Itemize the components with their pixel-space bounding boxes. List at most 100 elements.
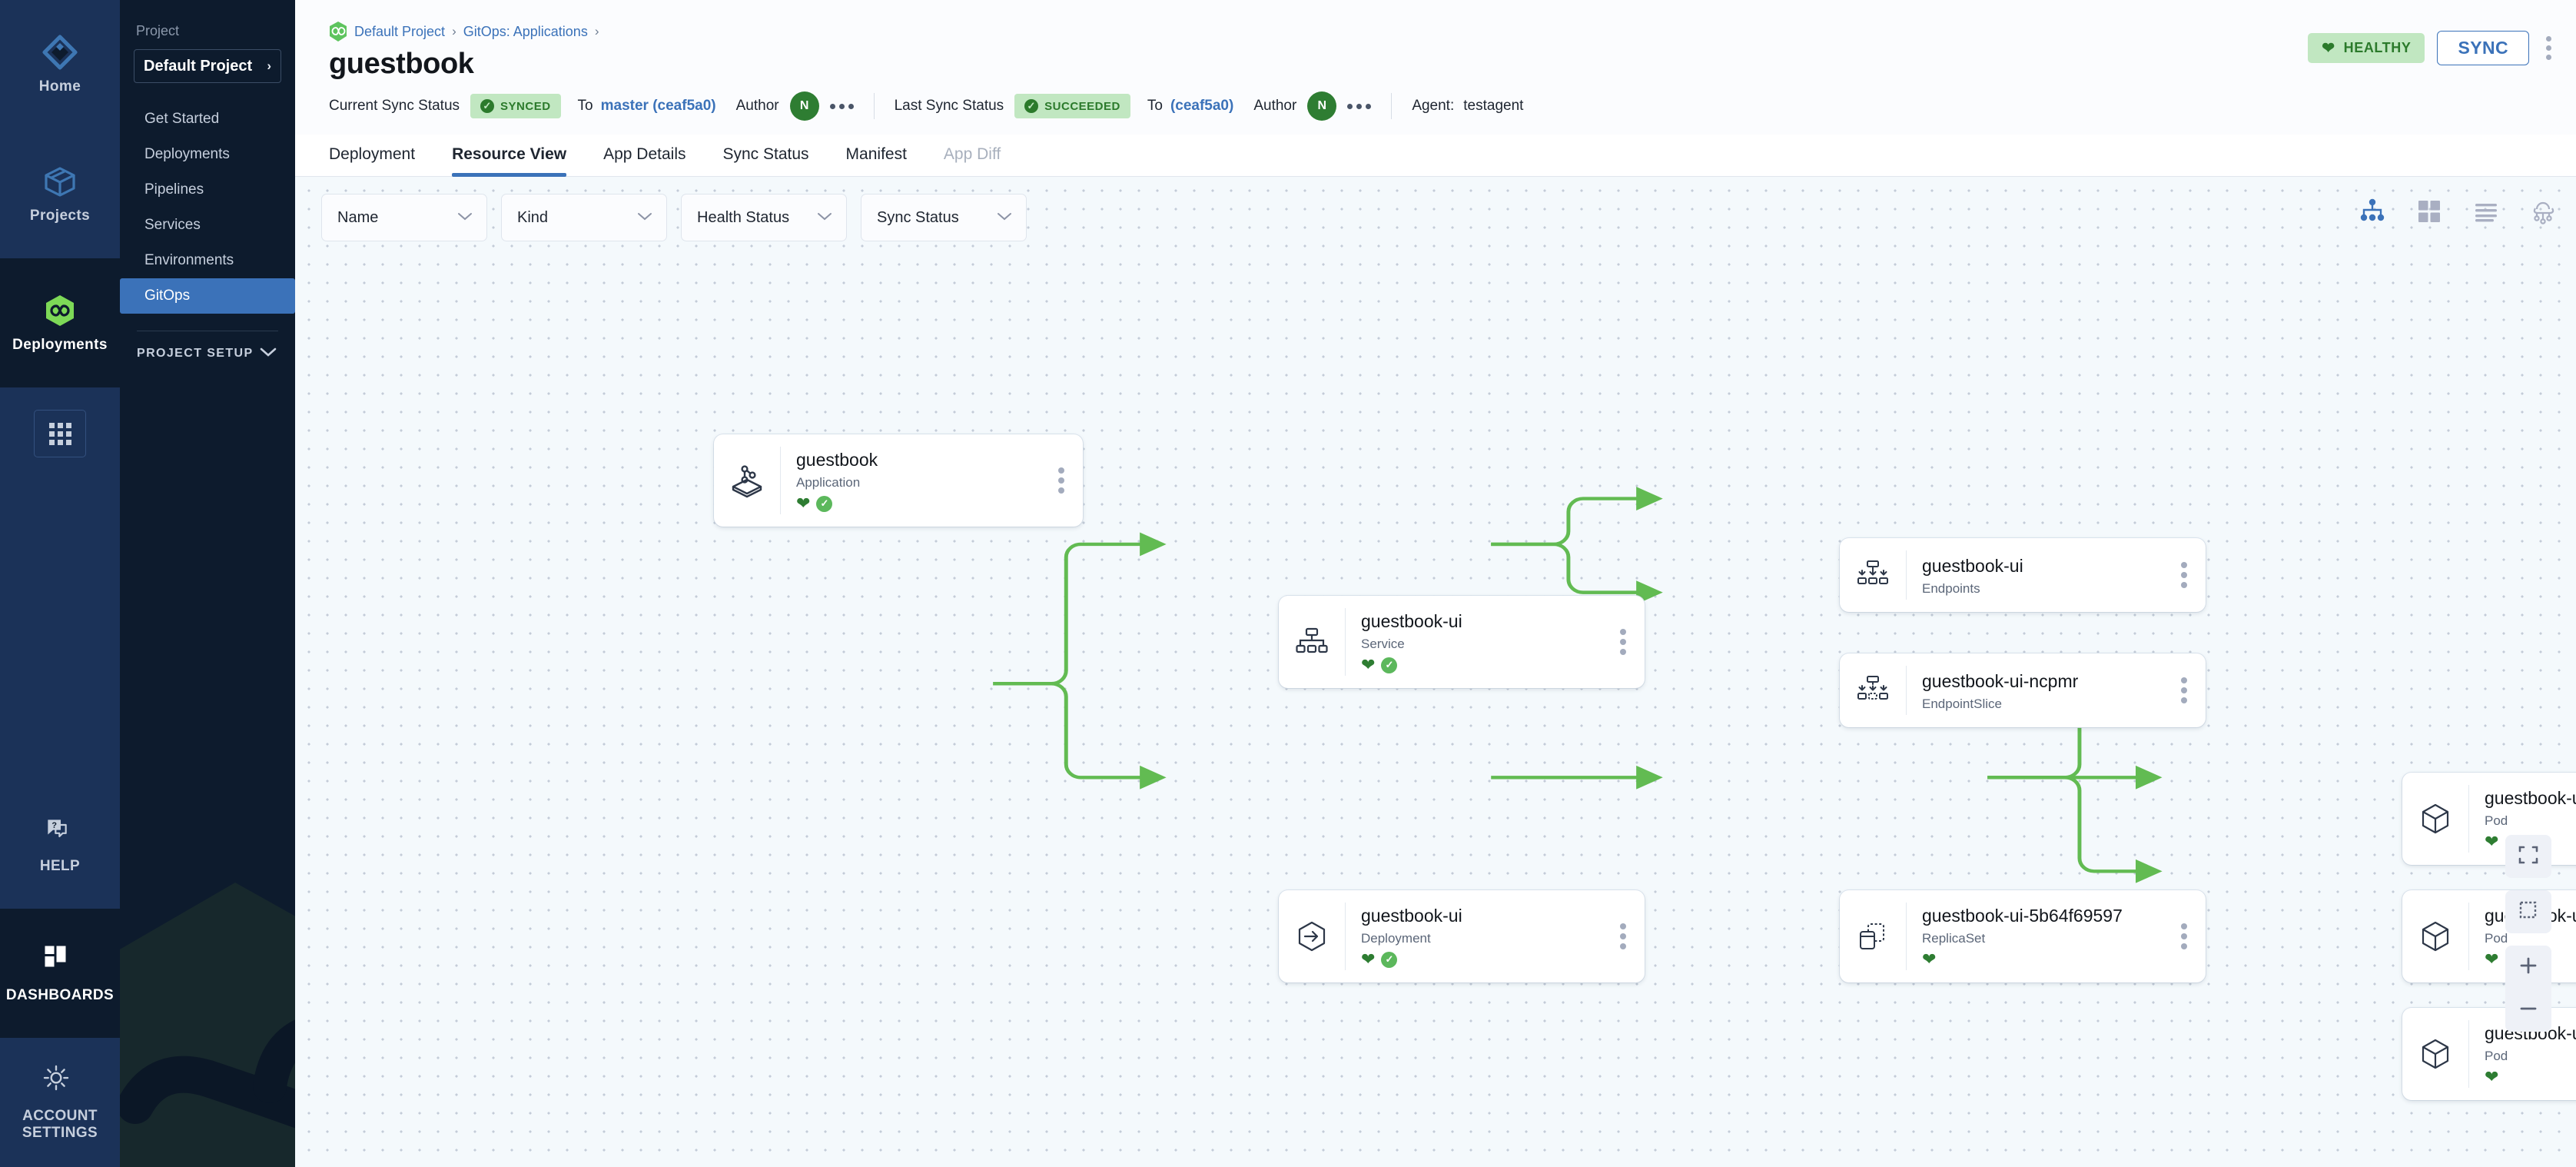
zoom-controls — [2505, 835, 2551, 1032]
filter-kind[interactable]: Kind — [501, 194, 667, 241]
select-area-icon — [2518, 899, 2539, 925]
current-sync-status-badge-label: SYNCED — [500, 99, 551, 113]
graph-node-endpoints[interactable]: guestbook-ui Endpoints — [1840, 538, 2206, 612]
heart-icon: ❤ — [1922, 949, 1937, 969]
grid-view-icon[interactable] — [2416, 198, 2442, 224]
node-badges: ❤ — [2485, 833, 2576, 851]
chevron-right-icon: › — [267, 58, 271, 73]
node-body: guestbook-ui-ncpmr EndpointSlice — [1907, 653, 2163, 727]
sidebar-item-services[interactable]: Services — [120, 208, 295, 243]
sidebar-item-label: GitOps — [144, 288, 191, 304]
select-area-button[interactable] — [2505, 890, 2551, 933]
last-sync-status-label: Last Sync Status — [894, 98, 1004, 114]
node-kind: EndpointSlice — [1922, 696, 2002, 711]
tab-sync-status[interactable]: Sync Status — [722, 145, 809, 163]
graph-node-deployment[interactable]: guestbook-ui Deployment ❤ ✓ — [1279, 890, 1645, 982]
chevron-down-icon — [817, 211, 832, 224]
tab-manifest[interactable]: Manifest — [845, 145, 907, 163]
last-author-label: Author — [1253, 98, 1297, 114]
filter-sync-status-label: Sync Status — [877, 208, 959, 226]
apps-grid-button[interactable] — [0, 387, 120, 480]
node-badges: ❤ ✓ — [1361, 950, 1602, 969]
sidebar-item-environments[interactable]: Environments — [120, 243, 295, 278]
node-kind: Application — [796, 475, 861, 490]
last-sync-status-badge: ✓ SUCCEEDED — [1014, 94, 1130, 118]
status-divider — [1391, 93, 1393, 119]
sidebar-item-label: Pipelines — [144, 181, 204, 198]
node-divider — [2468, 1020, 2469, 1088]
rail-item-label: Projects — [29, 207, 91, 224]
tree-view-icon[interactable] — [2359, 198, 2385, 224]
node-menu-icon[interactable] — [1602, 596, 1645, 688]
node-menu-icon[interactable] — [2163, 538, 2206, 612]
status-badge-healthy: ❤ HEALTHY — [2308, 33, 2425, 63]
header-more-menu-icon[interactable] — [2541, 32, 2556, 65]
sidebar-item-deployments[interactable]: Deployments — [120, 137, 295, 172]
graph-node-replicaset[interactable]: guestbook-ui-5b64f69597 ReplicaSet ❤ — [1840, 890, 2206, 982]
network-view-icon[interactable] — [2530, 198, 2556, 224]
last-author-more-icon[interactable] — [1347, 103, 1372, 109]
rail-item-deployments[interactable]: Deployments — [0, 258, 120, 387]
node-divider — [1906, 903, 1907, 970]
node-name: guestbook-ui — [1922, 555, 2023, 576]
zoom-out-button[interactable] — [2505, 989, 2551, 1032]
node-divider — [1345, 903, 1346, 970]
agent-value: testagent — [1463, 98, 1524, 114]
node-body: guestbook-ui Endpoints — [1907, 538, 2163, 612]
sidebar-item-get-started[interactable]: Get Started — [120, 101, 295, 137]
chevron-down-icon — [260, 347, 277, 361]
header-actions: ❤ HEALTHY SYNC — [2308, 31, 2556, 65]
graph-node-endpointslice[interactable]: guestbook-ui-ncpmr EndpointSlice — [1840, 653, 2206, 727]
node-name: guestbook-ui — [1361, 906, 1462, 926]
tab-resource-view[interactable]: Resource View — [452, 135, 567, 177]
node-menu-icon[interactable] — [2163, 890, 2206, 982]
node-menu-icon[interactable] — [1040, 434, 1083, 527]
filter-health-status[interactable]: Health Status — [681, 194, 847, 241]
graph-node-application[interactable]: guestbook Application ❤ ✓ — [714, 434, 1083, 527]
node-menu-icon[interactable] — [2163, 653, 2206, 727]
filter-sync-status[interactable]: Sync Status — [861, 194, 1027, 241]
current-author-more-icon[interactable] — [829, 103, 854, 109]
zoom-in-out-group — [2505, 946, 2551, 1032]
list-view-icon[interactable] — [2473, 198, 2499, 224]
resource-graph-canvas[interactable]: Name Kind Health Status — [295, 177, 2576, 1167]
agent-label: Agent: — [1412, 98, 1455, 114]
sidebar-section-label: Project — [136, 23, 180, 38]
rail-item-projects[interactable]: Projects — [0, 129, 120, 258]
breadcrumb-default-project[interactable]: Default Project — [354, 23, 446, 39]
replicaset-icon — [1840, 890, 1906, 982]
home-diamond-icon — [41, 34, 78, 71]
breadcrumb-gitops-applications[interactable]: GitOps: Applications — [463, 23, 588, 39]
chevron-down-icon — [637, 211, 652, 224]
node-badges: ❤ ✓ — [796, 494, 1040, 513]
sync-button[interactable]: SYNC — [2437, 31, 2529, 65]
sidebar-item-label: Services — [144, 217, 201, 233]
main-area: Default Project › GitOps: Applications ›… — [295, 0, 2576, 1167]
rail-item-home[interactable]: Home — [0, 0, 120, 129]
tab-app-details[interactable]: App Details — [603, 145, 686, 163]
filter-name[interactable]: Name — [321, 194, 487, 241]
pod-icon — [2402, 1008, 2468, 1100]
graph-node-service[interactable]: guestbook-ui Service ❤ ✓ — [1279, 596, 1645, 688]
current-to-label: To — [577, 98, 593, 114]
rail-item-dashboards[interactable]: DASHBOARDS — [0, 909, 120, 1038]
fit-screen-button[interactable] — [2505, 835, 2551, 878]
current-revision-link[interactable]: master (ceaf5a0) — [600, 98, 716, 114]
rail-item-account-settings[interactable]: ACCOUNT SETTINGS — [0, 1038, 120, 1167]
rail-item-help[interactable]: ? HELP — [0, 780, 120, 909]
project-selector-button[interactable]: Default Project › — [134, 49, 281, 83]
check-circle-icon: ✓ — [816, 495, 833, 512]
chevron-down-icon — [457, 211, 473, 224]
check-circle-icon: ✓ — [1381, 951, 1398, 968]
node-menu-icon[interactable] — [1602, 890, 1645, 982]
last-revision-link[interactable]: (ceaf5a0) — [1170, 98, 1234, 114]
sidebar-project-setup[interactable]: PROJECT SETUP — [134, 331, 281, 376]
heart-icon: ❤ — [796, 494, 811, 513]
zoom-in-button[interactable] — [2505, 946, 2551, 989]
sidebar-item-pipelines[interactable]: Pipelines — [120, 172, 295, 208]
sidebar-item-gitops[interactable]: GitOps — [120, 278, 295, 314]
pod-icon — [2402, 890, 2468, 982]
deployments-hex-icon — [41, 292, 78, 329]
tab-deployment[interactable]: Deployment — [329, 145, 416, 163]
heart-icon: ❤ — [2485, 832, 2499, 851]
